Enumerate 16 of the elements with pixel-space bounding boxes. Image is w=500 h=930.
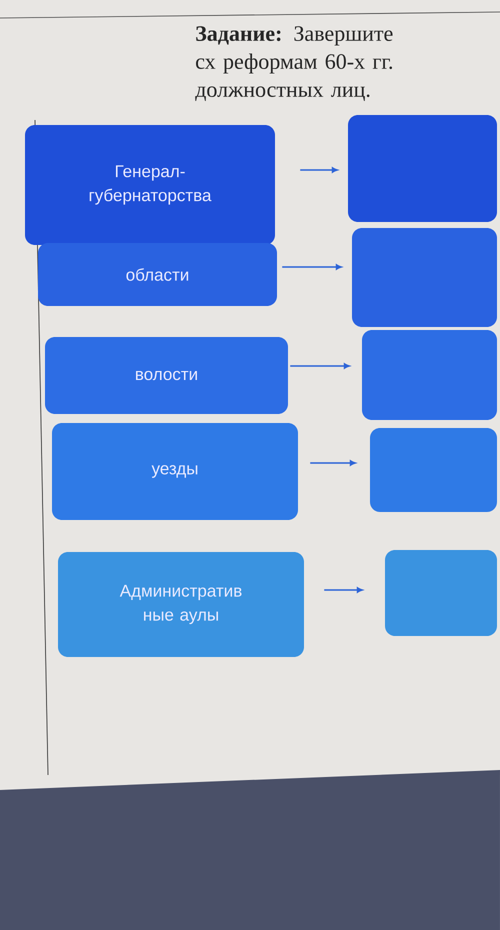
- category-box: Административ ные аулы: [58, 552, 304, 657]
- arrow: [300, 167, 338, 173]
- answer-box: [362, 330, 497, 420]
- category-box: области: [38, 243, 277, 306]
- category-box: уезды: [52, 423, 298, 520]
- arrow: [282, 264, 342, 270]
- answer-box: [348, 115, 497, 222]
- answer-box: [352, 228, 497, 327]
- answer-box: [385, 550, 497, 636]
- arrow: [310, 460, 356, 466]
- answer-box: [370, 428, 497, 512]
- arrow: [324, 587, 363, 593]
- task-text: Задание: Завершите сх реформам 60-х гг. должностных лиц.: [195, 26, 393, 102]
- arrow: [290, 363, 350, 369]
- category-box: волости: [45, 337, 288, 414]
- category-box: Генерал-губернаторства: [25, 125, 275, 246]
